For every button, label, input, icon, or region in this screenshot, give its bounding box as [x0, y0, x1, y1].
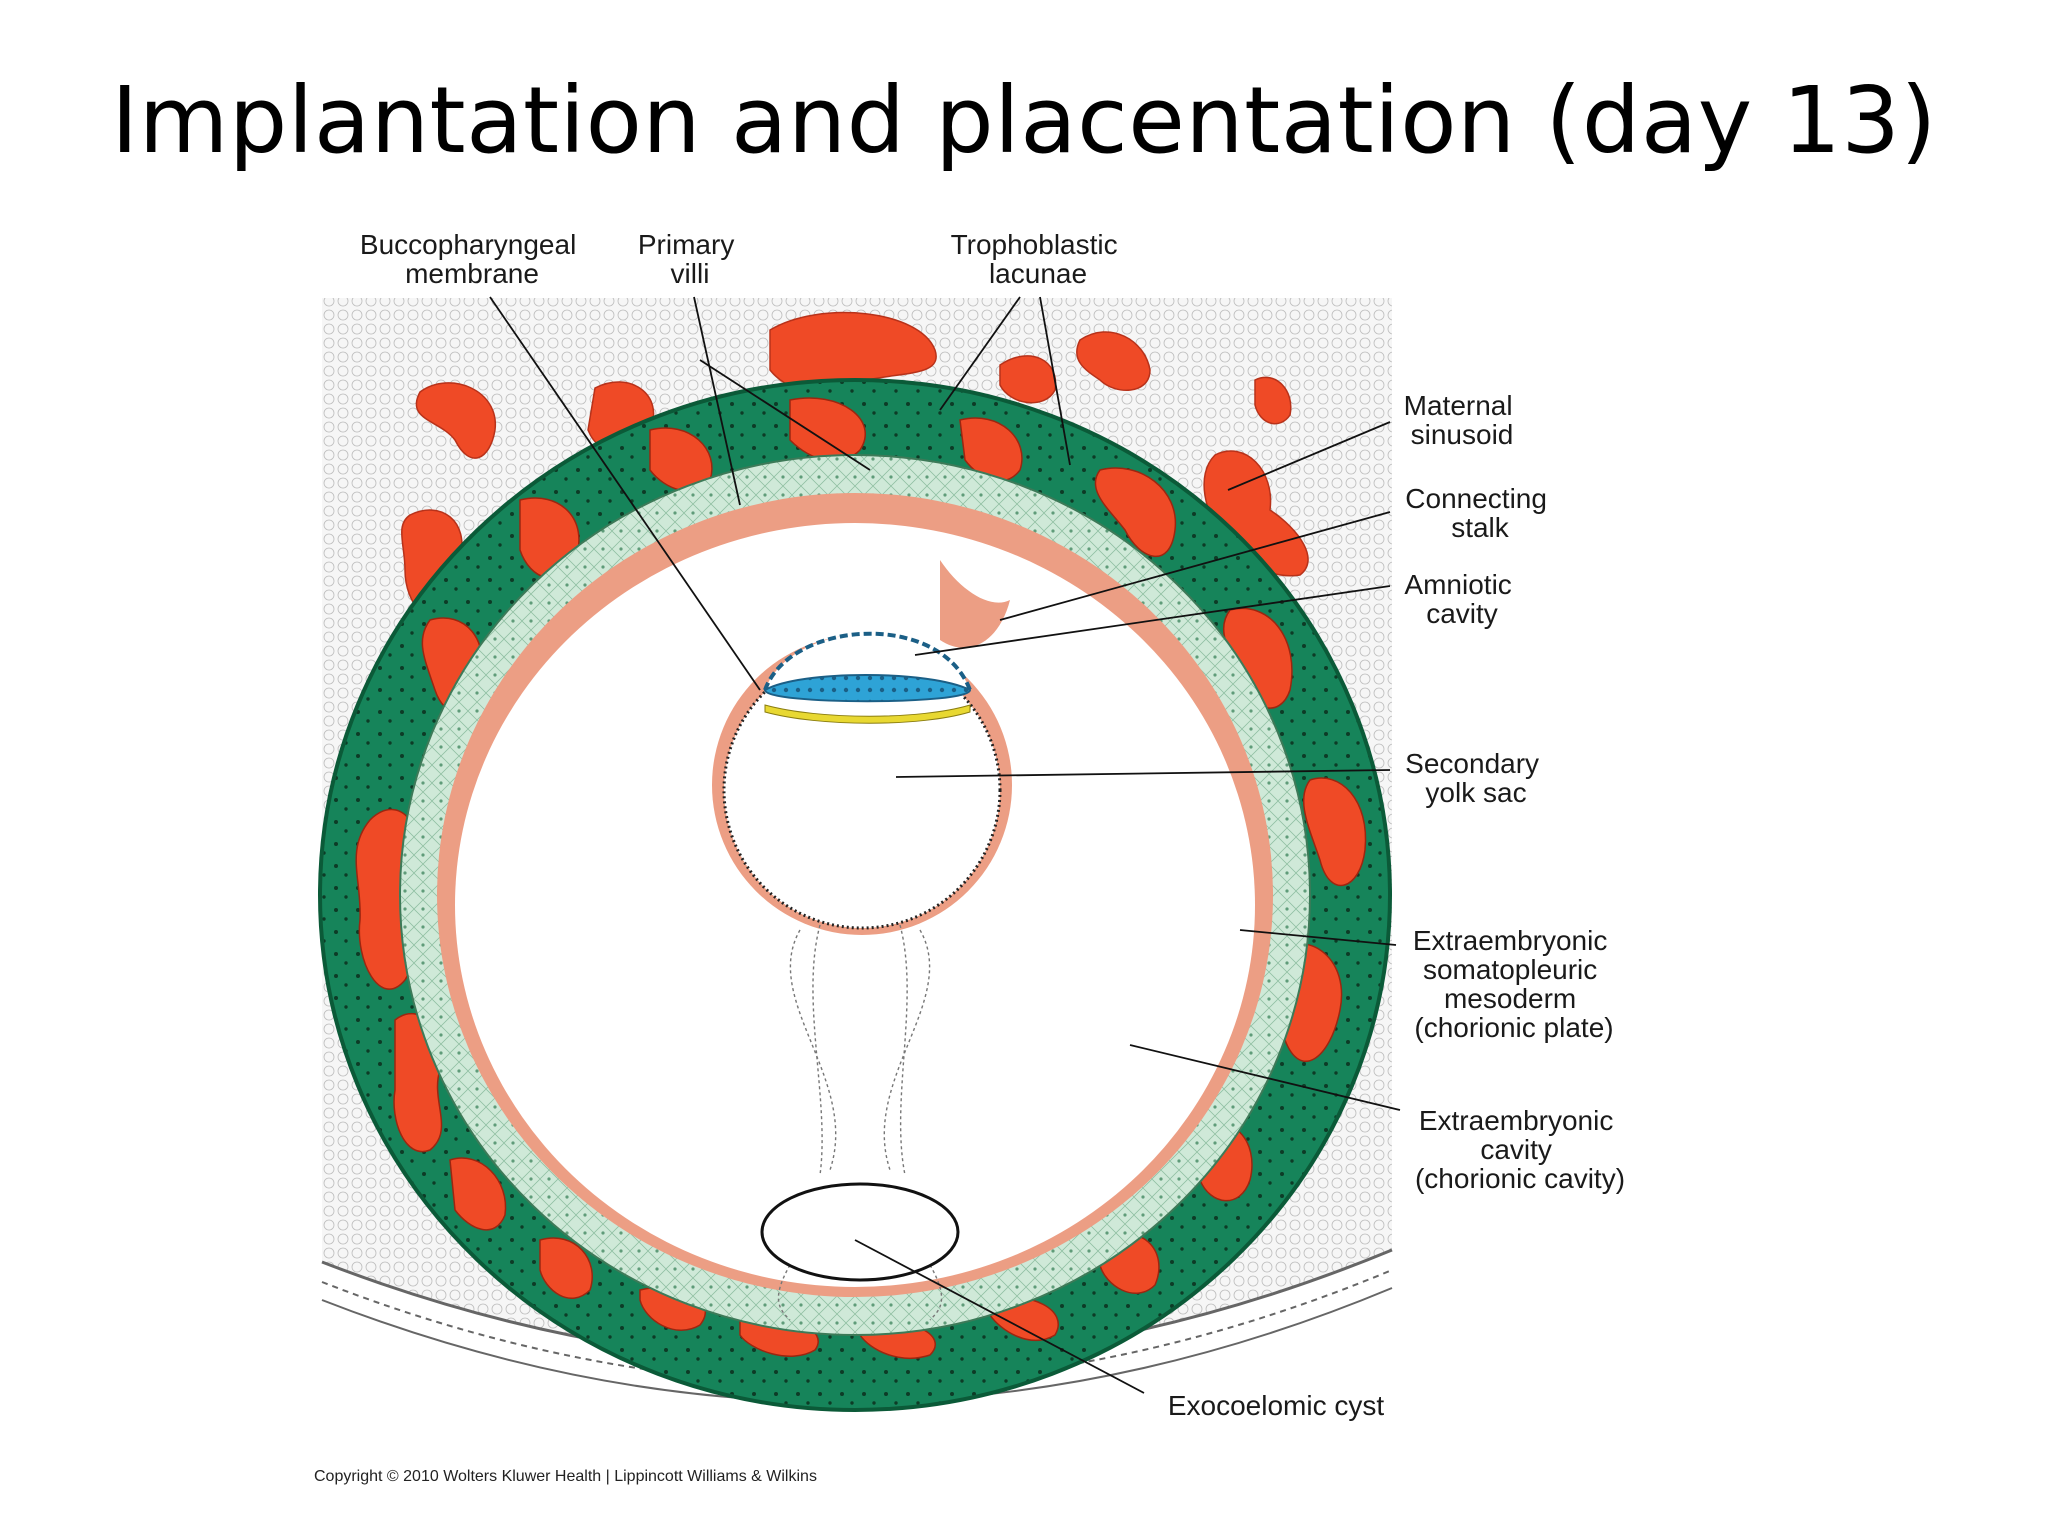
label-somatopleuric-mesoderm: Extraembryonic somatopleuric mesoderm (c…	[1413, 925, 1615, 1043]
label-amniotic-cavity: Amniotic cavity	[1404, 569, 1519, 629]
label-exocoelomic-cyst: Exocoelomic cyst	[1168, 1390, 1385, 1421]
leader-lines	[489, 296, 1401, 1394]
label-buccopharyngeal-membrane: Buccopharyngeal membrane	[360, 229, 584, 289]
copyright-notice: Copyright © 2010 Wolters Kluwer Health |…	[314, 1468, 817, 1485]
label-trophoblastic-lacunae: Trophoblastic lacunae	[951, 229, 1126, 289]
label-primary-villi: Primary villi	[638, 229, 742, 289]
label-maternal-sinusoid: Maternal sinusoid	[1404, 390, 1521, 450]
slide-title: Implantation and placentation (day 13)	[111, 67, 1937, 174]
label-connecting-stalk: Connecting stalk	[1405, 483, 1554, 543]
connecting-stalk	[940, 560, 1010, 648]
label-extraembryonic-cavity: Extraembryonic cavity (chorionic cavity)	[1415, 1105, 1625, 1194]
mesoderm-strands	[777, 924, 943, 1321]
exocoelomic-cyst	[760, 1182, 960, 1282]
label-secondary-yolk-sac: Secondary yolk sac	[1405, 748, 1547, 808]
labels: Buccopharyngeal membrane Primary villi T…	[360, 229, 1625, 1421]
embryonic-disc	[762, 631, 973, 724]
